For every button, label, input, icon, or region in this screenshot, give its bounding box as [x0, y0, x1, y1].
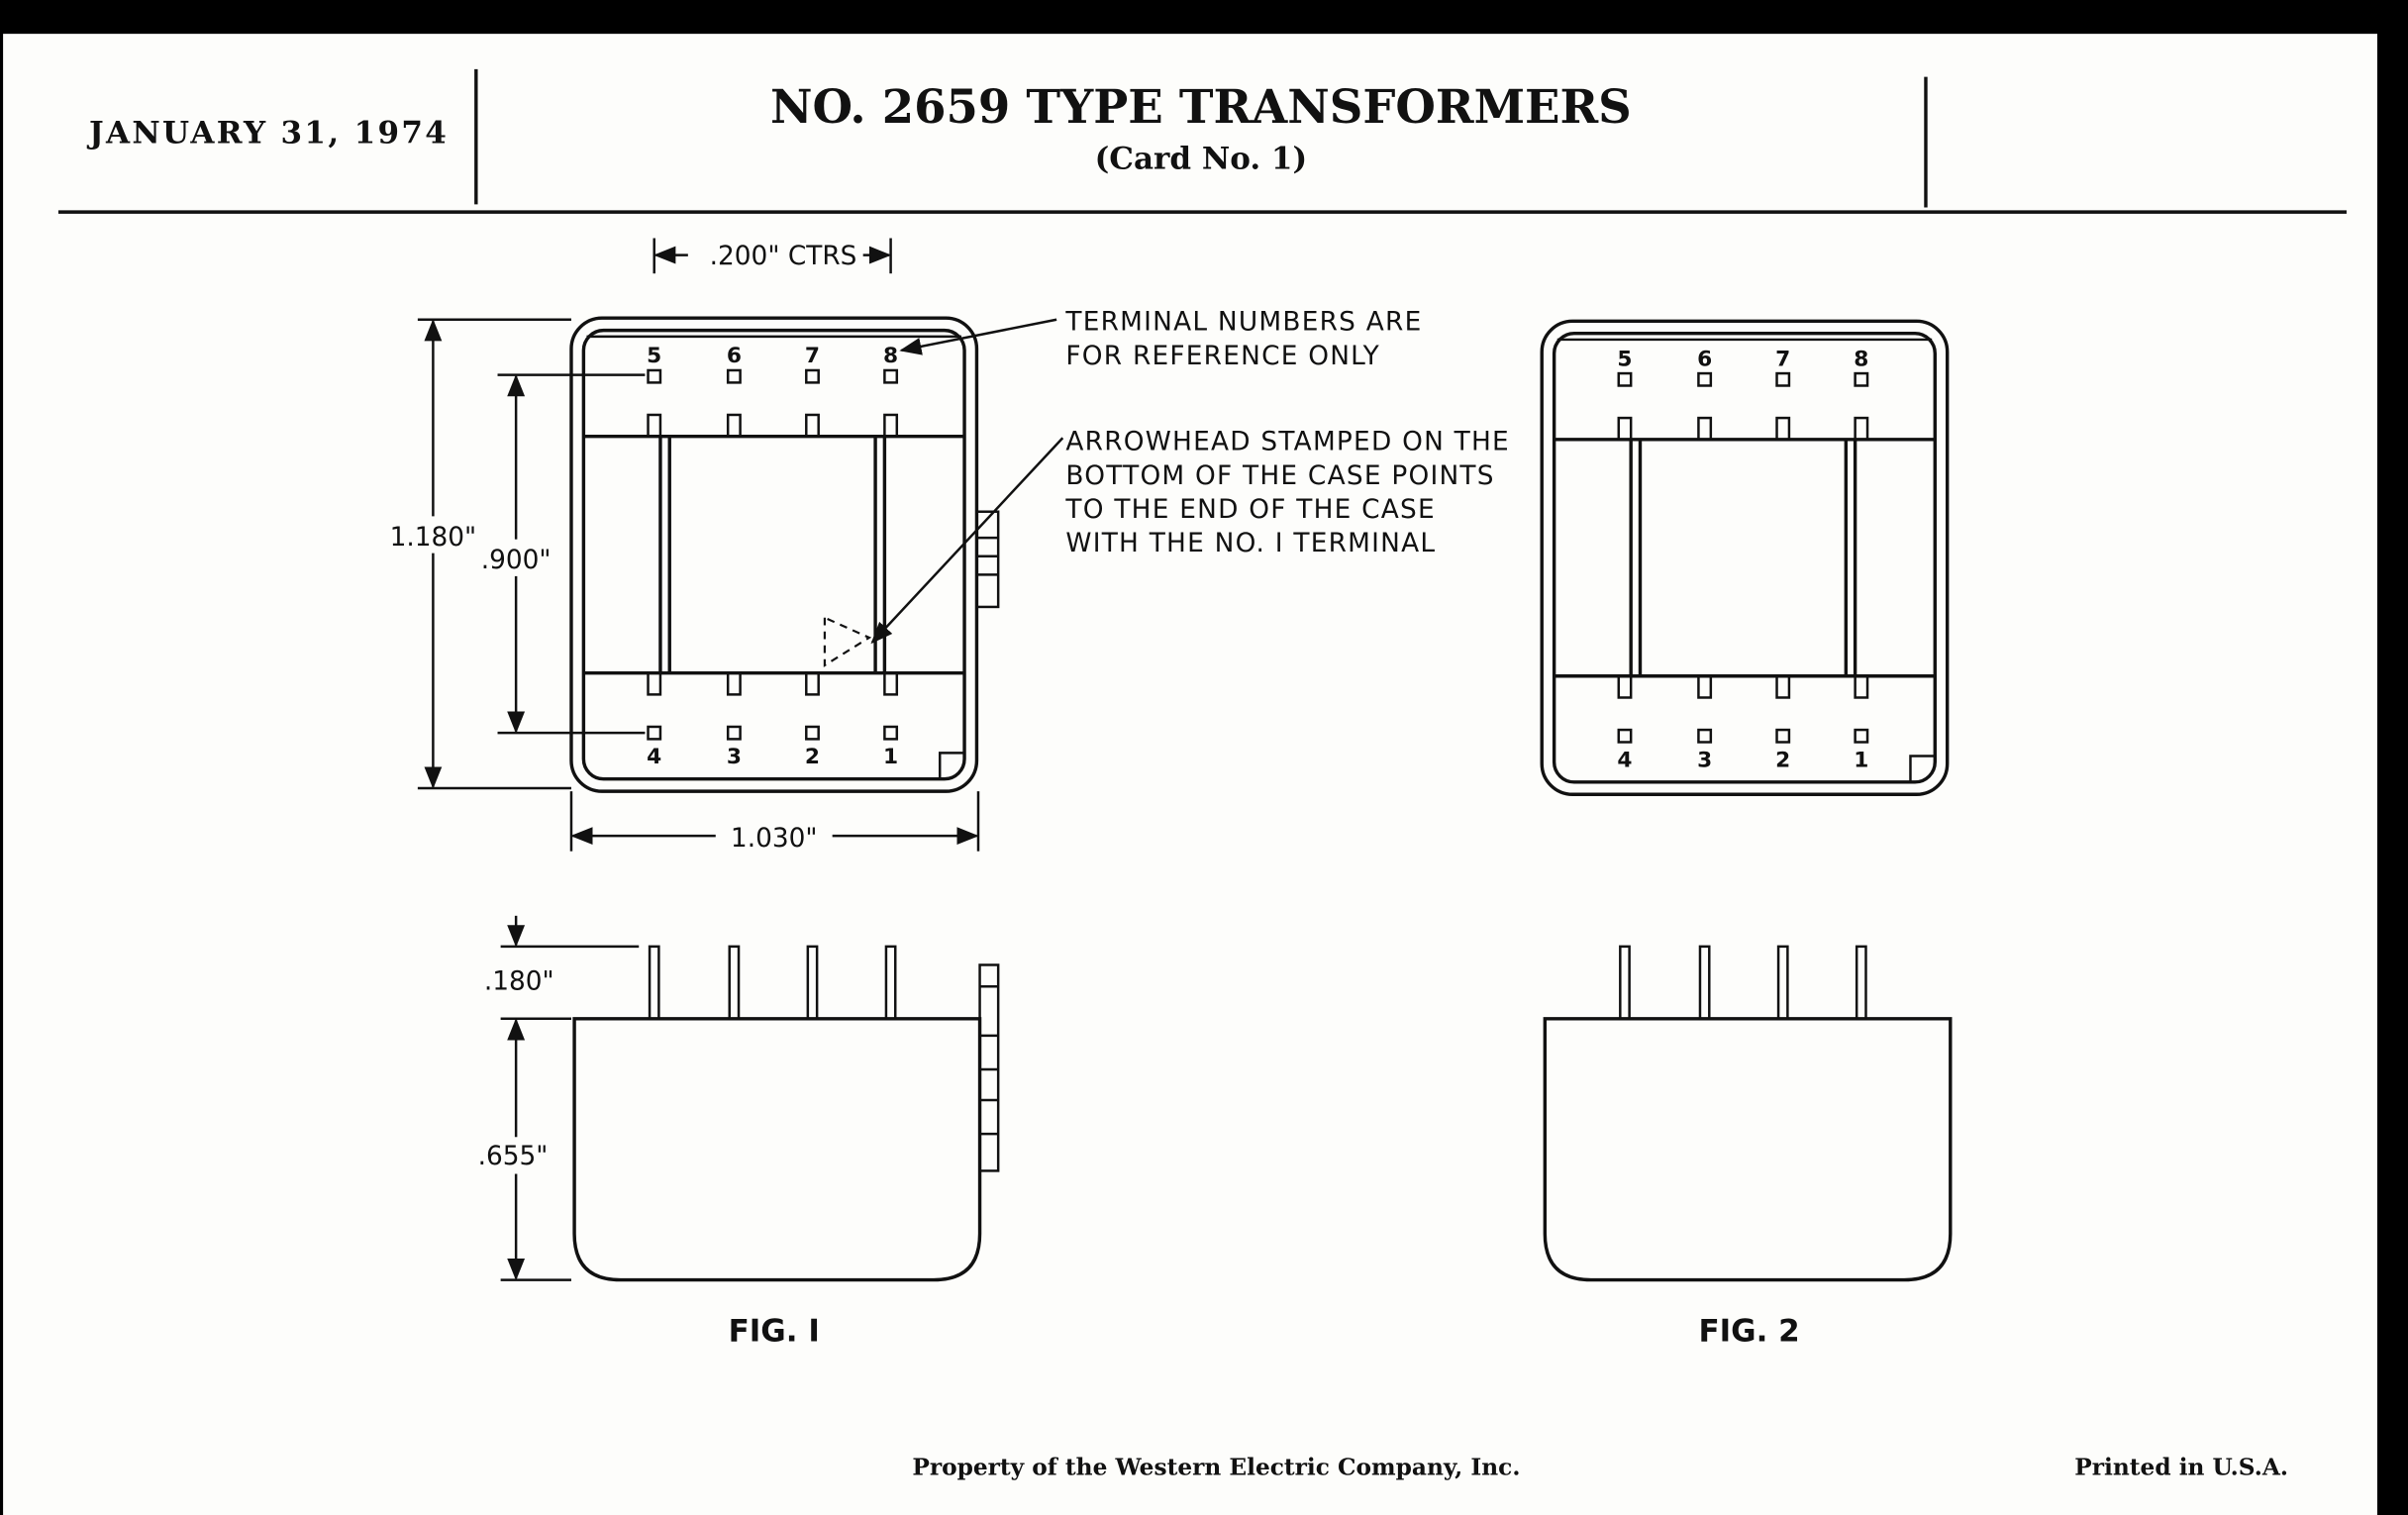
- dim-centers-label: .200" CTRS: [710, 242, 857, 271]
- note-arrowhead: ARROWHEAD STAMPED ON THE BOTTOM OF THE C…: [823, 428, 1510, 667]
- terminal-number: 4: [1617, 748, 1632, 772]
- dimension-total-height: 1.180": [383, 318, 571, 790]
- page-title: NO. 2659 TYPE TRANSFORMERS: [770, 79, 1632, 134]
- terminal-tab: [1854, 416, 1869, 442]
- terminal-square: [883, 725, 899, 741]
- terminal-pin: [1776, 945, 1789, 1021]
- note-line: TERMINAL NUMBERS ARE: [1064, 308, 1422, 338]
- fig1-top-view: 5 4 6 3 7 2 8 1: [569, 316, 979, 793]
- footer-printed: Printed in U.S.A.: [2074, 1455, 2288, 1481]
- case-body: [572, 1017, 982, 1282]
- terminal-square: [1854, 728, 1869, 744]
- dimension-centers: .200" CTRS: [652, 238, 892, 274]
- dimension-pin-height: .180": [484, 915, 640, 996]
- terminal-square: [883, 368, 899, 384]
- footer-property: Property of the Western Electric Company…: [912, 1455, 1520, 1481]
- terminal-pin: [728, 945, 741, 1021]
- stamped-arrowhead-icon: [823, 616, 872, 667]
- dim-pin-label: .180": [484, 966, 554, 996]
- terminal-tab: [647, 671, 662, 696]
- note-line: FOR REFERENCE ONLY: [1065, 342, 1380, 371]
- terminal-square: [1854, 371, 1869, 387]
- terminal-square: [805, 725, 820, 741]
- corner-notch: [938, 752, 965, 779]
- dimension-body-height: .655": [469, 1017, 571, 1281]
- card-paper: [3, 34, 2377, 1515]
- dimension-terminal-span: .900": [472, 373, 646, 735]
- terminal-square: [1697, 371, 1713, 387]
- terminal-pin: [648, 945, 660, 1021]
- fig1-mounting-tab: [975, 510, 1000, 609]
- terminal-number: 1: [883, 745, 898, 769]
- note-line: TO THE END OF THE CASE: [1064, 495, 1436, 525]
- terminal-pin: [884, 945, 897, 1021]
- terminal-pin: [806, 945, 819, 1021]
- terminal-tab: [1775, 674, 1791, 699]
- terminal-square: [1775, 371, 1791, 387]
- terminal-square: [726, 725, 742, 741]
- case-inner: [581, 328, 966, 781]
- terminal-tab: [883, 413, 899, 438]
- terminal-square: [1617, 728, 1633, 744]
- terminal-number: 6: [1697, 347, 1712, 371]
- terminal-pin: [1698, 945, 1711, 1021]
- terminal-tab: [1617, 674, 1633, 699]
- terminal-square: [1697, 728, 1713, 744]
- note-line: WITH THE NO. I TERMINAL: [1065, 529, 1436, 558]
- terminal-square: [805, 368, 820, 384]
- terminal-number: 6: [727, 344, 742, 368]
- terminal-pin: [1619, 945, 1631, 1021]
- terminal-number: 7: [805, 344, 820, 368]
- terminal-tab: [726, 671, 742, 696]
- date-text: JANUARY 31, 1974: [86, 115, 449, 151]
- terminal-number: 5: [1617, 347, 1632, 371]
- terminal-number: 3: [727, 745, 742, 769]
- terminal-tab: [1697, 416, 1713, 442]
- case-inner: [1552, 332, 1937, 784]
- terminal-square: [647, 368, 662, 384]
- case-outline: [1540, 319, 1950, 796]
- terminal-number: 2: [1775, 748, 1790, 772]
- terminal-number: 2: [805, 745, 820, 769]
- note-line: BOTTOM OF THE CASE POINTS: [1065, 461, 1494, 491]
- note-line: ARROWHEAD STAMPED ON THE: [1065, 428, 1510, 457]
- terminal-tab: [647, 413, 662, 438]
- terminal-tab: [805, 413, 820, 438]
- terminal-tab: [1697, 674, 1713, 699]
- terminal-number: 5: [647, 344, 661, 368]
- card-number: (Card No. 1): [1095, 142, 1308, 177]
- terminal-tab: [805, 671, 820, 696]
- terminal-tab: [726, 413, 742, 438]
- terminal-number: 1: [1854, 748, 1868, 772]
- terminal-tab: [883, 671, 899, 696]
- terminal-number: 7: [1775, 347, 1790, 371]
- terminal-square: [726, 368, 742, 384]
- dim-span-label: .900": [481, 546, 552, 575]
- dimension-width: 1.030": [569, 791, 980, 855]
- case-body: [1543, 1017, 1953, 1282]
- terminal-tab: [1775, 416, 1791, 442]
- fig1-side-view: [572, 945, 982, 1282]
- terminal-number: 4: [647, 745, 661, 769]
- terminal-pin: [1855, 945, 1867, 1021]
- fig1-side-tab: [978, 963, 1000, 1172]
- dim-body-label: .655": [478, 1142, 549, 1171]
- fig1-label: FIG. I: [729, 1314, 820, 1350]
- terminal-square: [1617, 371, 1633, 387]
- fig2-side-view: [1543, 945, 1953, 1282]
- terminal-tab: [1854, 674, 1869, 699]
- terminal-square: [1775, 728, 1791, 744]
- terminal-number: 8: [883, 344, 898, 368]
- corner-notch: [1909, 755, 1936, 782]
- terminal-tab: [1617, 416, 1633, 442]
- fig2-top-view: 5 4 6 3 7 2 8 1: [1540, 319, 1950, 796]
- terminal-square: [647, 725, 662, 741]
- dim-height-label: 1.180": [390, 523, 477, 553]
- terminal-number: 8: [1854, 347, 1868, 371]
- note-terminal-numbers: TERMINAL NUMBERS ARE FOR REFERENCE ONLY: [899, 308, 1422, 371]
- terminal-number: 3: [1697, 748, 1712, 772]
- dim-width-label: 1.030": [731, 824, 818, 854]
- fig2-label: FIG. 2: [1698, 1314, 1799, 1350]
